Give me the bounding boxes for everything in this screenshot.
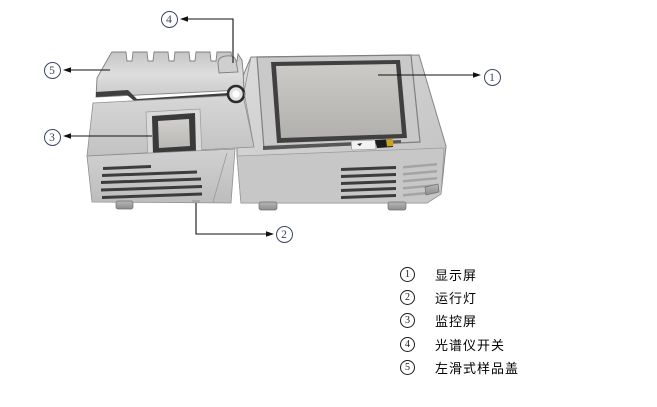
callout-badge-1: 1: [483, 68, 501, 86]
legend-label-run-light: 运行灯: [435, 291, 478, 307]
display-screen: [256, 54, 421, 150]
callout-lines: [70, 18, 474, 235]
legend-label-sample-cover: 左滑式样品盖: [435, 360, 520, 376]
callout-arrowheads: [63, 16, 481, 237]
legend-row-2: 2 运行灯: [400, 286, 519, 309]
legend-label-spectrometer-switch: 光谱仪开关: [435, 337, 506, 353]
label-sticker: [350, 139, 394, 151]
device-left-module: [86, 51, 255, 204]
callout-line-2: [195, 203, 267, 235]
arrowhead-3: [63, 133, 71, 139]
arrowhead-2: [266, 231, 274, 237]
switch-tab: [217, 55, 239, 74]
arrowhead-5: [63, 67, 71, 73]
device-right-module: [236, 54, 447, 204]
right-front-vents: [341, 166, 396, 199]
legend-badge-3: 3: [400, 313, 415, 329]
legend-label-monitor-screen: 监控屏: [435, 314, 478, 330]
legend-badge-2: 2: [400, 290, 415, 306]
legend-row-1: 1 显示屏: [400, 263, 519, 286]
callout-badge-2: 2: [275, 225, 293, 243]
legend-row-4: 4 光谱仪开关: [400, 333, 519, 356]
switch-button-center: [232, 90, 240, 98]
left-front-vents: [101, 165, 202, 199]
callout-line-4: [187, 18, 234, 63]
legend-row-3: 3 监控屏: [400, 309, 519, 332]
display-glass: [276, 64, 402, 138]
legend-badge-1: 1: [400, 267, 415, 283]
device-feet: [115, 183, 440, 211]
sample-cover: [95, 51, 245, 98]
arrowhead-4: [180, 16, 188, 22]
legend-badge-4: 4: [400, 336, 415, 352]
legend-badge-5: 5: [400, 359, 415, 375]
callout-badge-3: 3: [43, 128, 61, 146]
legend-row-5: 5 左滑式样品盖: [400, 356, 519, 379]
run-light: [192, 200, 200, 203]
callout-badge-5: 5: [43, 61, 61, 79]
legend-label-display-screen: 显示屏: [435, 268, 478, 284]
legend: 1 显示屏 2 运行灯 3 监控屏 4 光谱仪开关 5 左滑式样品盖: [400, 263, 519, 379]
callout-badge-4: 4: [160, 11, 178, 28]
cover-groove: [96, 90, 244, 104]
arrowhead-1: [473, 72, 481, 78]
